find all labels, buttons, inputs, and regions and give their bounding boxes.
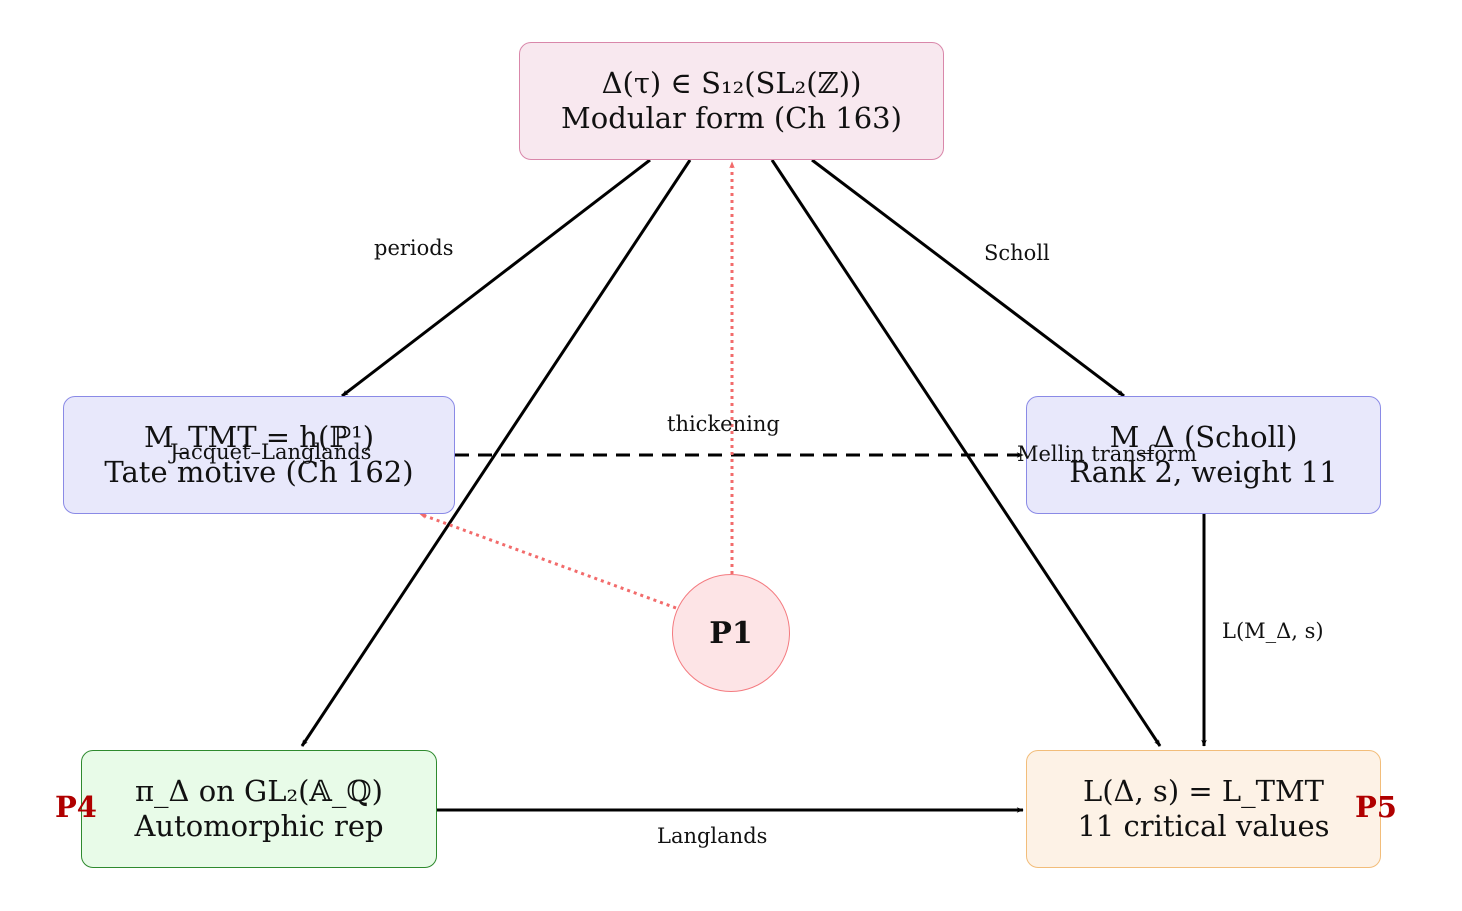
edge-scholl <box>811 158 1125 398</box>
node-modular-form-caption: Modular form (Ch 163) <box>561 101 902 135</box>
node-modular-form-formula: Δ(τ) ∈ S₁₂(SL₂(ℤ)) <box>601 65 862 100</box>
edge-periods <box>341 158 651 398</box>
node-tate-motive-formula: M_TMT = h(ℙ¹) <box>143 419 375 454</box>
edge-label-periods: periods <box>374 236 454 260</box>
edge-label-mellin-transform: Mellin transform <box>1017 442 1197 466</box>
marker-p4: P4 <box>55 790 97 824</box>
node-l-function-formula: L(Δ, s) = L_TMT <box>1082 773 1325 808</box>
edge-mellin-transform <box>770 159 1162 747</box>
node-l-function: L(Δ, s) = L_TMT 11 critical values <box>1026 750 1381 868</box>
marker-p1-label: P1 <box>709 615 753 651</box>
node-scholl-motive-caption: Rank 2, weight 11 <box>1069 455 1338 489</box>
node-tate-motive-caption: Tate motive (Ch 162) <box>104 455 414 489</box>
node-scholl-motive: M_Δ (Scholl) Rank 2, weight 11 <box>1026 396 1381 514</box>
node-automorphic-rep: π_Δ on GL₂(𝔸_ℚ) Automorphic rep <box>81 750 437 868</box>
edge-label-scholl: Scholl <box>984 241 1050 265</box>
edge-label-langlands: Langlands <box>657 824 768 848</box>
node-scholl-motive-formula: M_Δ (Scholl) <box>1109 419 1298 454</box>
node-l-function-caption: 11 critical values <box>1077 809 1330 843</box>
marker-p5: P5 <box>1355 790 1397 824</box>
node-automorphic-rep-caption: Automorphic rep <box>134 809 384 843</box>
node-tate-motive: M_TMT = h(ℙ¹) Tate motive (Ch 162) <box>63 396 455 514</box>
edge-label-l-motive: L(M_Δ, s) <box>1222 619 1324 643</box>
marker-p1-circle: P1 <box>672 574 790 692</box>
edge-label-jacquet-langlands: Jacquet–Langlands <box>170 440 372 464</box>
edge-label-thickening: thickening <box>667 412 780 436</box>
node-modular-form: Δ(τ) ∈ S₁₂(SL₂(ℤ)) Modular form (Ch 163) <box>519 42 944 160</box>
edge-jacquet-langlands <box>300 159 692 747</box>
node-automorphic-rep-formula: π_Δ on GL₂(𝔸_ℚ) <box>134 773 383 808</box>
edge-p1-to-tmt <box>419 512 677 610</box>
